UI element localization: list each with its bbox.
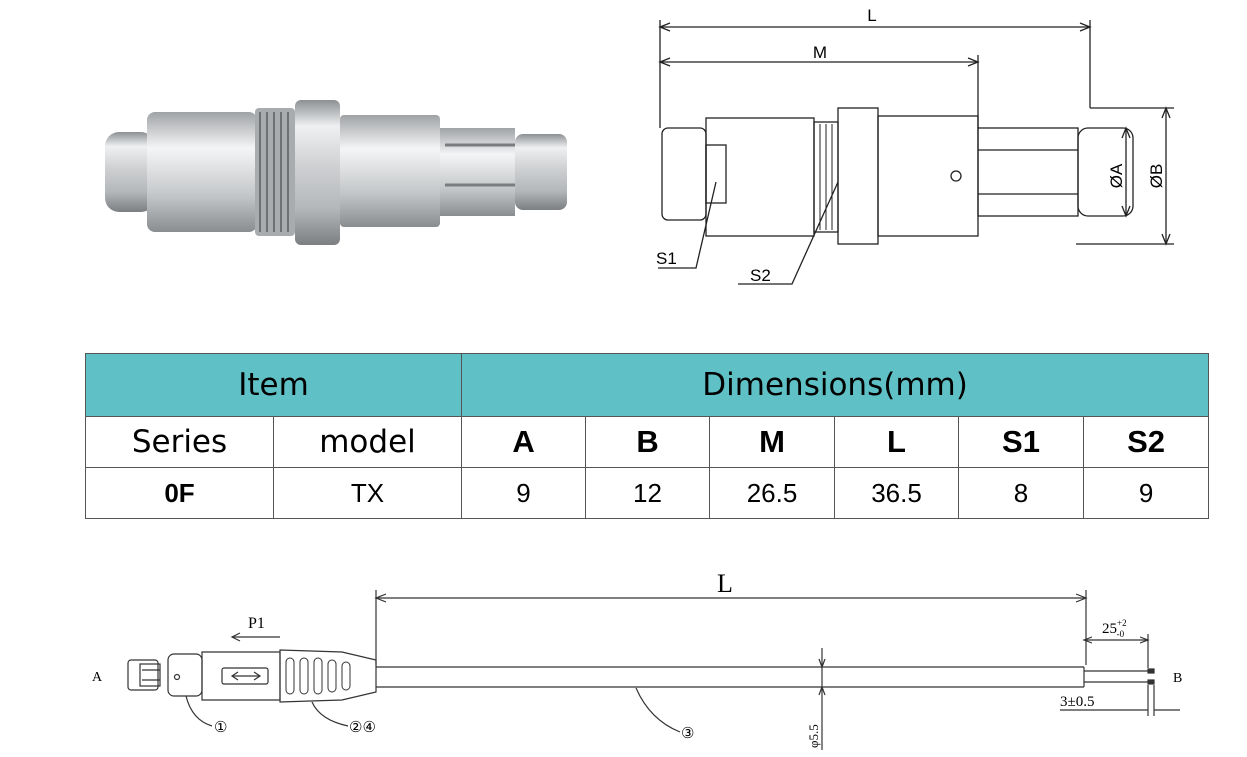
col-model: model <box>272 416 463 468</box>
cell-model: TX <box>272 467 463 519</box>
header-dimensions: Dimensions(mm) <box>461 353 1210 417</box>
connector-photo <box>105 100 567 245</box>
cell-A: 9 <box>461 467 587 519</box>
col-S2: S2 <box>1083 416 1210 468</box>
dim-A-label: ØA <box>1107 163 1126 188</box>
col-A: A <box>461 416 587 468</box>
col-M: M <box>709 416 836 468</box>
dim-B-label: ØB <box>1147 164 1166 189</box>
dim-M-label: M <box>813 43 827 62</box>
connector-dimension-drawing: L M ØA ØB S1 S2 <box>656 6 1174 285</box>
tin-length-label: 3±0.5 <box>1060 694 1094 710</box>
cell-L: 36.5 <box>834 467 960 519</box>
callout-3: ③ <box>681 725 694 742</box>
dim-L-cable-label: L <box>717 569 733 598</box>
p1-label: P1 <box>248 615 265 632</box>
callout-1: ① <box>214 719 227 736</box>
callout-S2: S2 <box>750 266 771 285</box>
dim-L-label: L <box>867 6 876 25</box>
callout-S1: S1 <box>656 249 677 268</box>
table-row: 0F TX 9 12 26.5 36.5 8 9 <box>85 467 1210 519</box>
col-L: L <box>834 416 960 468</box>
cell-B: 12 <box>585 467 711 519</box>
cable-assembly-drawing: L A B P1 25+2-0 3±0.5 φ5.5 ① ②④ ③ <box>92 569 1182 750</box>
col-series: Series <box>85 416 274 468</box>
col-S1: S1 <box>958 416 1085 468</box>
callout-2-4: ②④ <box>349 719 376 736</box>
table-header-row: Item Dimensions(mm) <box>84 353 1210 417</box>
header-item: Item <box>84 353 463 417</box>
diameter-label: φ5.5 <box>806 724 821 748</box>
cell-S2: 9 <box>1083 467 1210 519</box>
end-A-label: A <box>92 670 103 685</box>
cell-M: 26.5 <box>709 467 836 519</box>
col-B: B <box>585 416 711 468</box>
end-B-label: B <box>1173 671 1182 686</box>
cell-S1: 8 <box>958 467 1085 519</box>
dimension-table: Item Dimensions(mm) Series model A B M L… <box>84 353 1210 519</box>
cell-series: 0F <box>85 467 274 519</box>
table-subheader-row: Series model A B M L S1 S2 <box>85 416 1210 468</box>
strip-length-label: 25+2-0 <box>1102 618 1127 639</box>
